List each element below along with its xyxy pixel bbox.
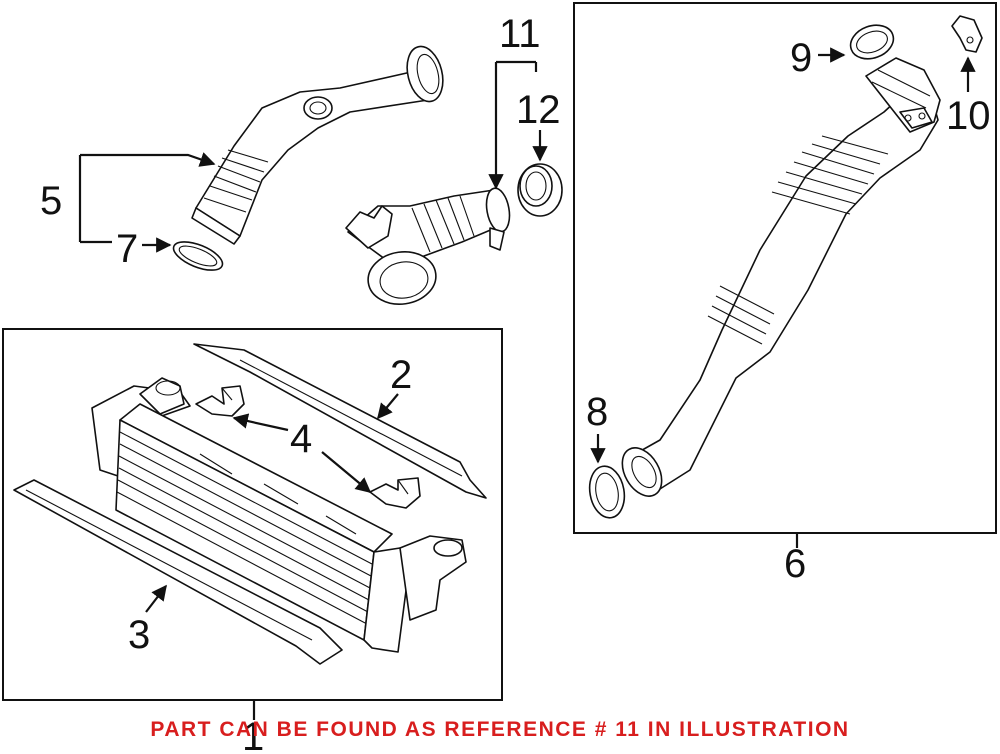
intercooler-part-1[interactable] [91,377,467,653]
bracket-part-4-upper[interactable] [195,385,245,417]
callout-4: 4 [290,417,312,461]
callout-5: 5 [40,179,62,223]
callout-1: 1 [242,715,264,754]
air-deflector-part-3[interactable] [13,479,343,665]
callout-8: 8 [586,390,608,434]
o-ring-part-8[interactable] [586,463,629,520]
charge-air-hose-part-5[interactable] [191,43,448,245]
o-ring-part-7[interactable] [170,236,226,276]
callout-6: 6 [784,542,806,586]
leader-lines [78,47,976,720]
o-ring-part-8-inner [595,472,619,512]
intake-connector-part-11[interactable] [345,186,513,308]
callout-7: 7 [116,227,138,271]
callout-11: 11 [499,12,541,56]
callout-10: 10 [946,94,991,138]
sleeve-part-12[interactable] [517,163,563,217]
air-deflector-part-2[interactable] [193,343,487,499]
callout-12: 12 [516,88,561,132]
callout-2: 2 [390,353,412,397]
clip-part-10[interactable] [951,15,983,53]
charge-air-pipe-part-6[interactable] [614,57,941,503]
bracket-part-4-lower[interactable] [369,477,421,509]
intercooler-group-frame [2,328,503,701]
callout-3: 3 [128,613,150,657]
o-ring-part-9-inner [856,30,888,54]
outlet-pipe-group-frame [573,2,997,534]
o-ring-part-7-inner [178,245,218,267]
o-ring-part-9[interactable] [846,19,898,64]
reference-note: PART CAN BE FOUND AS REFERENCE # 11 IN I… [150,718,850,741]
callout-9: 9 [790,36,812,80]
